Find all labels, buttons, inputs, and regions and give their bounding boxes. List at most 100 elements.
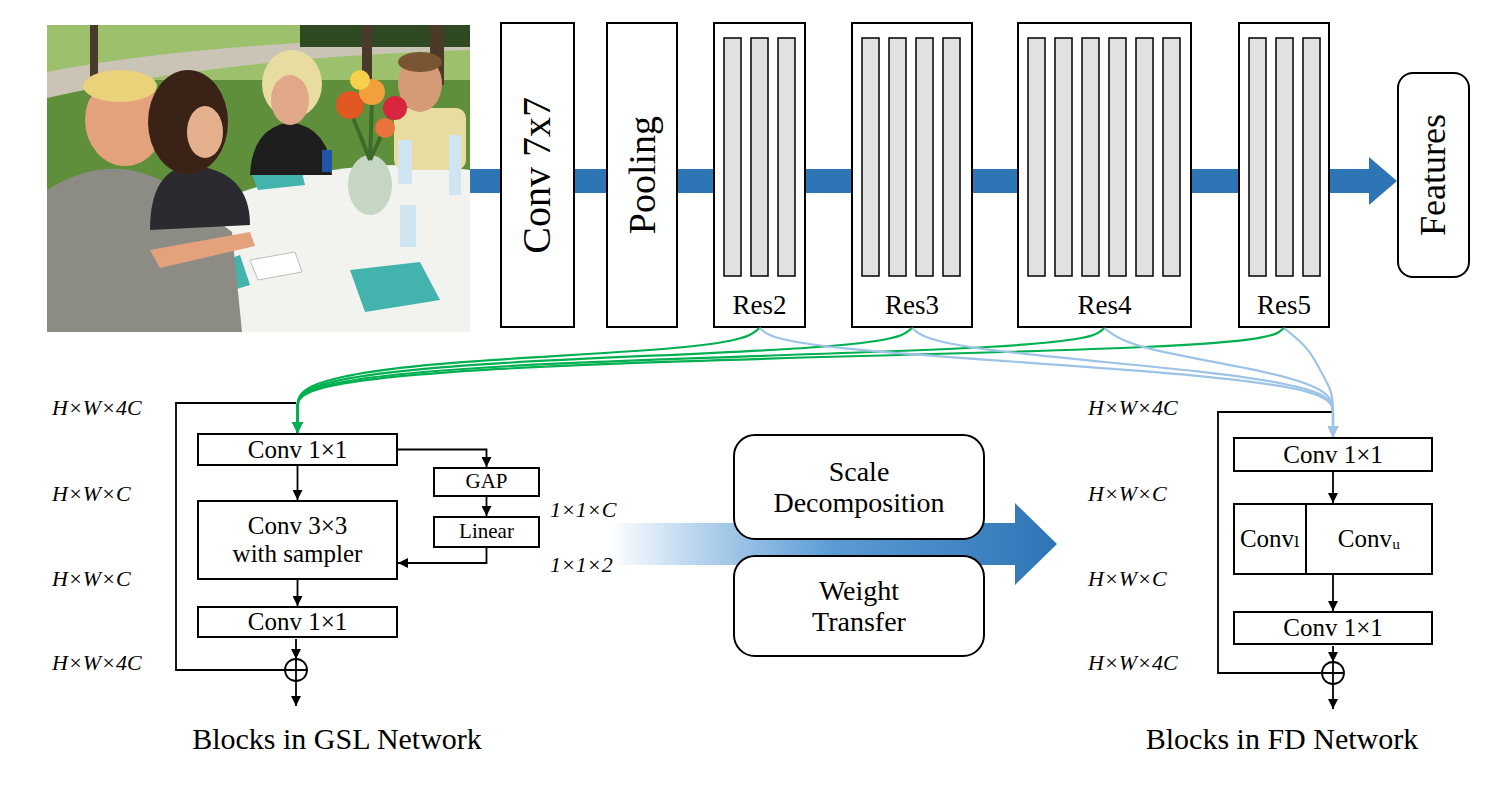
conv-stage: Conv 7x7 (500, 22, 575, 328)
residual-unit (724, 38, 741, 276)
node-text: Linear (459, 520, 514, 544)
pipeline-arrow (1192, 169, 1238, 193)
res-stage: Res4 (1017, 22, 1192, 328)
residual-unit (1303, 38, 1320, 276)
node-text: Conv 1×1 (248, 436, 348, 464)
flow-arrow (486, 497, 488, 516)
node-text: Conv 1×1 (1283, 614, 1383, 642)
node-text: Pooling (621, 116, 664, 234)
residual-unit (862, 38, 879, 276)
node-text: Res2 (733, 290, 787, 320)
residual-unit (1109, 38, 1126, 276)
node-text: Conv 1×1 (1283, 441, 1383, 469)
conv-box: Convᵤ (1305, 503, 1433, 575)
photo-person (150, 165, 250, 230)
conv-box: Convₗ (1233, 503, 1307, 575)
node-text: GAP (465, 470, 507, 494)
node-text: Res5 (1257, 290, 1311, 320)
residual-unit (751, 38, 768, 276)
gsl-feature-link (298, 328, 913, 433)
output-arrow (1332, 684, 1334, 709)
photo-flower (350, 70, 370, 90)
photo-hair (148, 70, 228, 174)
conv-box: Conv 3×3 with sampler (197, 500, 398, 580)
photo-head (187, 106, 223, 158)
residual-unit (1276, 38, 1293, 276)
node-text: Convᵤ (1338, 525, 1400, 553)
conv-box: Conv 1×1 (1233, 437, 1433, 472)
node-text: Scale Decomposition (764, 456, 954, 519)
dimension-label: H×W×4C (52, 652, 142, 674)
res-stage: Res3 (851, 22, 973, 328)
photo-hair (83, 70, 157, 102)
residual-unit (1249, 38, 1266, 276)
caption: Blocks in GSL Network (192, 724, 482, 754)
node-text: Conv 3×3 with sampler (225, 512, 370, 568)
node-text: Res3 (885, 290, 939, 320)
photo-bottle (449, 135, 461, 195)
pipeline-arrow (973, 169, 1017, 193)
dimension-label: H×W×C (52, 483, 131, 505)
flow-arrow (398, 548, 487, 563)
process-box: Weight Transfer (733, 555, 985, 657)
gsl-feature-link (298, 328, 1285, 433)
fd-feature-link (912, 328, 1333, 437)
node-text: Convₗ (1240, 525, 1300, 553)
linear-box: Linear (433, 516, 540, 548)
conv-box: Conv 1×1 (197, 433, 398, 466)
sum-symbol (1322, 662, 1344, 684)
photo-card (250, 252, 302, 280)
residual-unit (1028, 38, 1045, 276)
residual-unit (778, 38, 795, 276)
photo-flower (383, 96, 407, 120)
dimension-label: 1×1×C (550, 499, 616, 521)
dimension-label: 1×1×2 (550, 554, 613, 576)
pipeline-arrow (575, 169, 606, 193)
photo-head (271, 75, 309, 125)
residual-units (724, 38, 1320, 276)
sum-symbol (1322, 662, 1344, 684)
fd-feature-link (1105, 328, 1334, 437)
sum-symbol (285, 659, 307, 681)
flow-arrow (295, 639, 297, 659)
residual-unit (1082, 38, 1099, 276)
pipeline-arrow (806, 169, 851, 193)
photo-flower (375, 118, 395, 138)
pipeline-arrow (1330, 169, 1369, 193)
residual-unit (889, 38, 906, 276)
photo (47, 25, 470, 332)
dimension-label: H×W×4C (1088, 397, 1178, 419)
photo-arm (150, 232, 255, 268)
dimension-label: H×W×C (52, 568, 131, 590)
node-text: Conv 7x7 (515, 97, 560, 254)
pool-box: GAP (433, 467, 540, 497)
output-box: Features (1397, 72, 1470, 278)
node-text: Features (1413, 114, 1453, 236)
node-text: Weight Transfer (784, 575, 934, 638)
flow-arrow (297, 580, 299, 606)
fd-feature-link (760, 328, 1334, 437)
dimension-label: H×W×4C (52, 397, 142, 419)
photo-person (250, 122, 332, 175)
res-stage: Res2 (713, 22, 806, 328)
dimension-label: H×W×4C (1088, 652, 1178, 674)
output-arrow (295, 681, 297, 706)
dimension-label: H×W×C (1088, 483, 1167, 505)
flow-arrow (1332, 646, 1334, 662)
gsl-feature-link (298, 328, 1105, 433)
node-text: Conv 1×1 (248, 608, 348, 636)
input-arrow (470, 169, 500, 193)
node-text: Res4 (1078, 290, 1132, 320)
photo-bottle (398, 140, 412, 184)
residual-unit (943, 38, 960, 276)
residual-unit (916, 38, 933, 276)
residual-unit (1163, 38, 1180, 276)
fd-feature-link (1284, 328, 1333, 437)
photo-trees (300, 25, 470, 47)
process-box: Scale Decomposition (733, 434, 985, 540)
